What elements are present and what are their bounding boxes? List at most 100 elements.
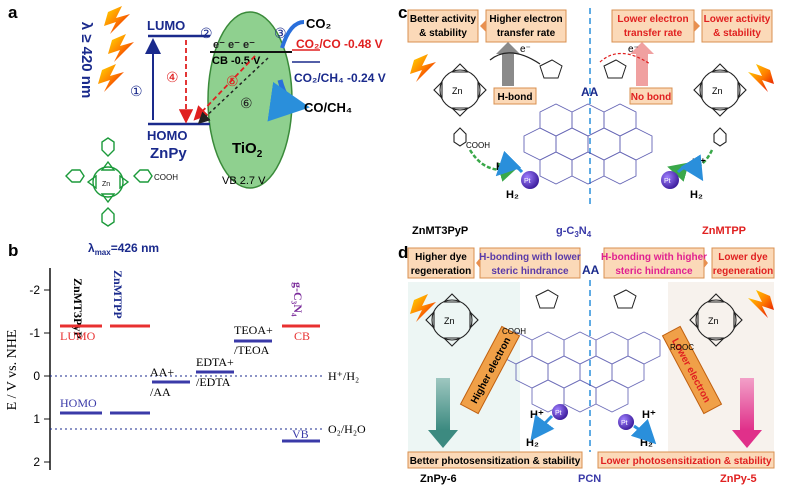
pink-down-arrow	[740, 378, 754, 430]
svg-text:regeneration: regeneration	[411, 266, 472, 277]
bottom-right-box	[597, 451, 775, 469]
svg-text:Pt: Pt	[621, 420, 628, 427]
zn-atom: Zn	[102, 181, 110, 188]
right-porphyrin-d	[689, 293, 743, 347]
y-axis-label: E / V vs. NHE	[5, 330, 20, 411]
right-rate-box	[611, 9, 695, 43]
co2-arrow	[280, 20, 305, 49]
panel-d-label: d	[398, 243, 408, 262]
hbond-tag	[493, 87, 537, 105]
wavelength-label: λ ≥ 420 nm	[78, 22, 95, 99]
step-6: ⑥	[240, 95, 253, 111]
edta-label-2: /EDTA	[196, 375, 231, 389]
svg-text:H₂: H₂	[526, 437, 539, 449]
pt-sphere-d-left	[552, 404, 568, 420]
d-mid-name: PCN	[578, 473, 601, 485]
svg-text:H⁺: H⁺	[692, 157, 706, 169]
c-left-name: ZnMT3PyP	[412, 225, 468, 237]
bolt-icon	[748, 290, 774, 318]
co2-co-label: CO₂/CO -0.48 V	[296, 37, 383, 51]
back-transfer-arrow	[193, 55, 256, 121]
svg-text:steric hindrance: steric hindrance	[615, 266, 693, 277]
svg-text:Pt: Pt	[555, 410, 562, 417]
bolt-icon	[104, 6, 130, 34]
bolt-icon	[98, 64, 124, 92]
step-3: ③	[274, 25, 287, 41]
tick-label: 1	[33, 412, 40, 426]
svg-text:Higher electron: Higher electron	[489, 14, 562, 25]
pink-arrow	[636, 52, 648, 86]
svg-text:Lower electron: Lower electron	[617, 14, 688, 25]
left-porphyrin-d	[425, 293, 479, 347]
edta-label: EDTA+	[196, 355, 234, 369]
electrons-label: e⁻ e⁻ e⁻	[213, 39, 255, 51]
panel-d: d Higher dye regeneration H-bonding with…	[398, 243, 775, 485]
znmtpp-label: ZnMTPP	[111, 270, 125, 319]
svg-text:Better photosensitization & st: Better photosensitization & stability	[410, 456, 581, 467]
svg-text:Lower activity: Lower activity	[704, 14, 771, 25]
cooh-label: COOH	[154, 173, 178, 182]
vb-label: VB 2.7 V	[222, 175, 266, 187]
svg-text:H-bond: H-bond	[498, 92, 533, 103]
svg-text:Higher dye: Higher dye	[415, 252, 467, 263]
svg-text:Zn: Zn	[712, 86, 723, 96]
tick-label: -2	[29, 283, 40, 297]
bolt-icon	[410, 54, 436, 82]
co2-ch4-label: CO₂/CH₄ -0.24 V	[294, 71, 386, 85]
svg-text:transfer rate: transfer rate	[624, 28, 683, 39]
svg-text:H-bonding with higher: H-bonding with higher	[601, 252, 707, 263]
panel-c: c Better activity & stability Higher ele…	[398, 3, 774, 239]
lambda-max-label: λmax=426 nm	[88, 241, 159, 257]
left-activity-box	[407, 9, 479, 43]
d-right-name: ZnPy-5	[720, 473, 757, 485]
svg-text:Pt: Pt	[664, 178, 671, 185]
gray-arrow	[502, 52, 514, 86]
svg-text:transfer rate: transfer rate	[497, 28, 556, 39]
right-porphyrin	[693, 63, 747, 147]
svg-text:Lower photosensitization & sta: Lower photosensitization & stability	[600, 456, 772, 467]
step-4: ④	[166, 69, 179, 85]
co2-label: CO₂	[306, 16, 332, 31]
svg-text:steric hindrance: steric hindrance	[491, 266, 569, 277]
tick-label: -1	[29, 326, 40, 340]
svg-text:H⁺: H⁺	[642, 409, 656, 421]
dye-regen-box	[407, 247, 475, 279]
cb-label: CB	[294, 329, 310, 343]
product-label: CO/CH₄	[304, 100, 352, 115]
hbond-low-box	[479, 247, 581, 279]
y-ticks: -2 -1 0 1 2	[29, 283, 50, 469]
tick-label: 2	[33, 455, 40, 469]
lower-regen-box	[711, 247, 775, 279]
right-activity-box	[701, 9, 773, 43]
znpy-label: ZnPy	[150, 145, 187, 162]
aa-label-d: AA	[582, 263, 600, 277]
svg-text:Pt: Pt	[524, 178, 531, 185]
teoa-label-2: /TEOA	[234, 343, 270, 357]
nobond-tag	[629, 87, 673, 105]
ascorbic-acid	[539, 59, 627, 79]
svg-text:e⁻: e⁻	[628, 44, 639, 55]
znmt3pyp-label: ZnMT3PyP	[71, 278, 85, 339]
lumo-label: LUMO	[147, 18, 185, 33]
gcn-network	[523, 103, 653, 185]
cb-label: CB -0.5 V	[212, 55, 261, 67]
teoa-label: TEOA+	[234, 323, 273, 337]
aa-label: AA	[581, 85, 599, 99]
hbond-high-box	[603, 247, 705, 279]
svg-text:H⁺: H⁺	[530, 409, 544, 421]
tio2-label: TiO2	[232, 140, 263, 160]
aa-label-2: /AA	[150, 385, 171, 399]
svg-text:COOH: COOH	[502, 327, 526, 336]
svg-text:ROOC: ROOC	[670, 343, 694, 352]
svg-text:regeneration: regeneration	[713, 266, 774, 277]
d-left-name: ZnPy-6	[420, 473, 457, 485]
bolt-icon	[748, 64, 774, 92]
homo-label: HOMO	[60, 396, 97, 410]
pt-sphere-left	[521, 171, 539, 189]
bottom-left-box	[407, 451, 583, 469]
svg-text:Zn: Zn	[708, 316, 719, 326]
homo-label: HOMO	[147, 128, 187, 143]
teal-down-arrow	[436, 378, 450, 430]
znpy-molecule	[65, 137, 153, 227]
